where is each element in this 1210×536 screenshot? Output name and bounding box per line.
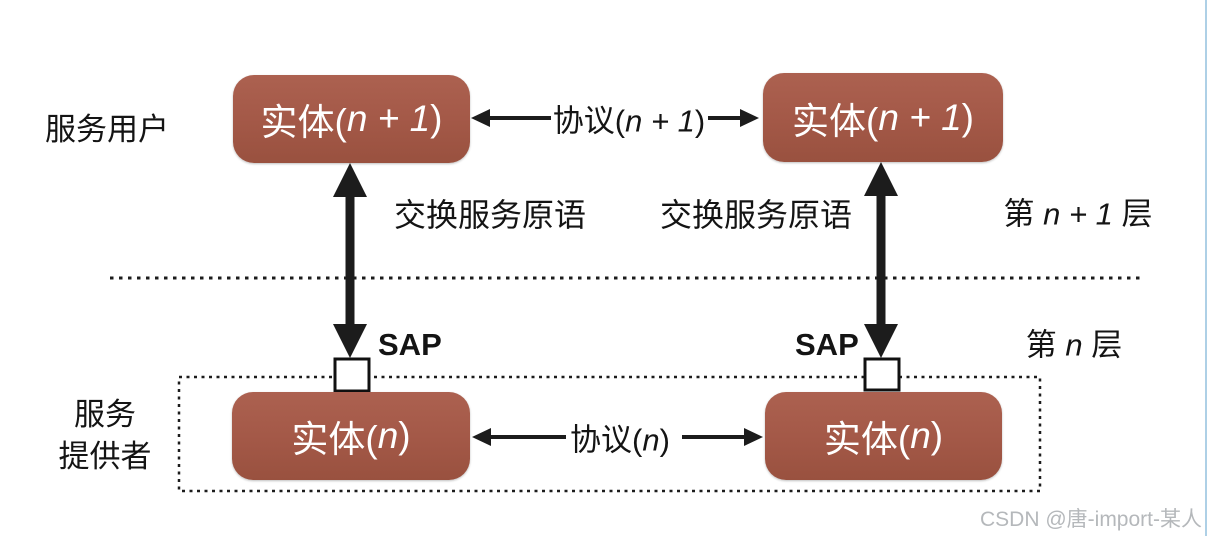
exchange-primitives-label-right: 交换服务原语: [659, 197, 853, 233]
entity-label: 实体(: [823, 419, 911, 460]
exchange-primitives-label-left: 交换服务原语: [393, 197, 587, 233]
entity-label: 实体(: [260, 102, 347, 143]
sap-square-left: [333, 357, 371, 393]
entity-box-top-right: 实体(n + 1): [763, 73, 1003, 162]
watermark: CSDN @唐-import-某人: [980, 508, 1202, 531]
sap-square-right: [863, 357, 901, 392]
protocol-arrow-top-right: [708, 109, 759, 127]
entity-box-bottom-right: 实体(n): [765, 392, 1002, 480]
protocol-arrow-top-left: [471, 109, 551, 127]
protocol-label-bottom: 协议(n): [570, 422, 670, 458]
service-provider-line2: 提供者: [58, 439, 152, 474]
exchange-arrow-left: [333, 163, 367, 358]
entity-label: 实体(: [291, 419, 378, 460]
layer-label-upper: 第 n + 1 层: [1003, 196, 1153, 232]
sap-label-right: SAP: [795, 327, 859, 362]
service-provider-label: 服务 提供者: [59, 394, 152, 478]
entity-box-bottom-left: 实体(n): [232, 392, 470, 480]
protocol-arrow-bottom-left: [472, 428, 566, 446]
sap-label-left: SAP: [378, 327, 442, 362]
protocol-label-top: 协议(n + 1): [552, 103, 706, 139]
layer-label-lower: 第 n 层: [1025, 327, 1123, 363]
service-provider-line1: 服务: [74, 397, 136, 432]
window-edge-line: [1205, 0, 1207, 536]
exchange-arrow-right: [864, 162, 898, 358]
provider-dotted-box: [177, 375, 1042, 493]
entity-label: 实体(: [792, 100, 879, 142]
entity-box-top-left: 实体(n + 1): [233, 75, 470, 163]
service-user-label: 服务用户: [45, 112, 169, 147]
protocol-arrow-bottom-right: [682, 428, 763, 446]
